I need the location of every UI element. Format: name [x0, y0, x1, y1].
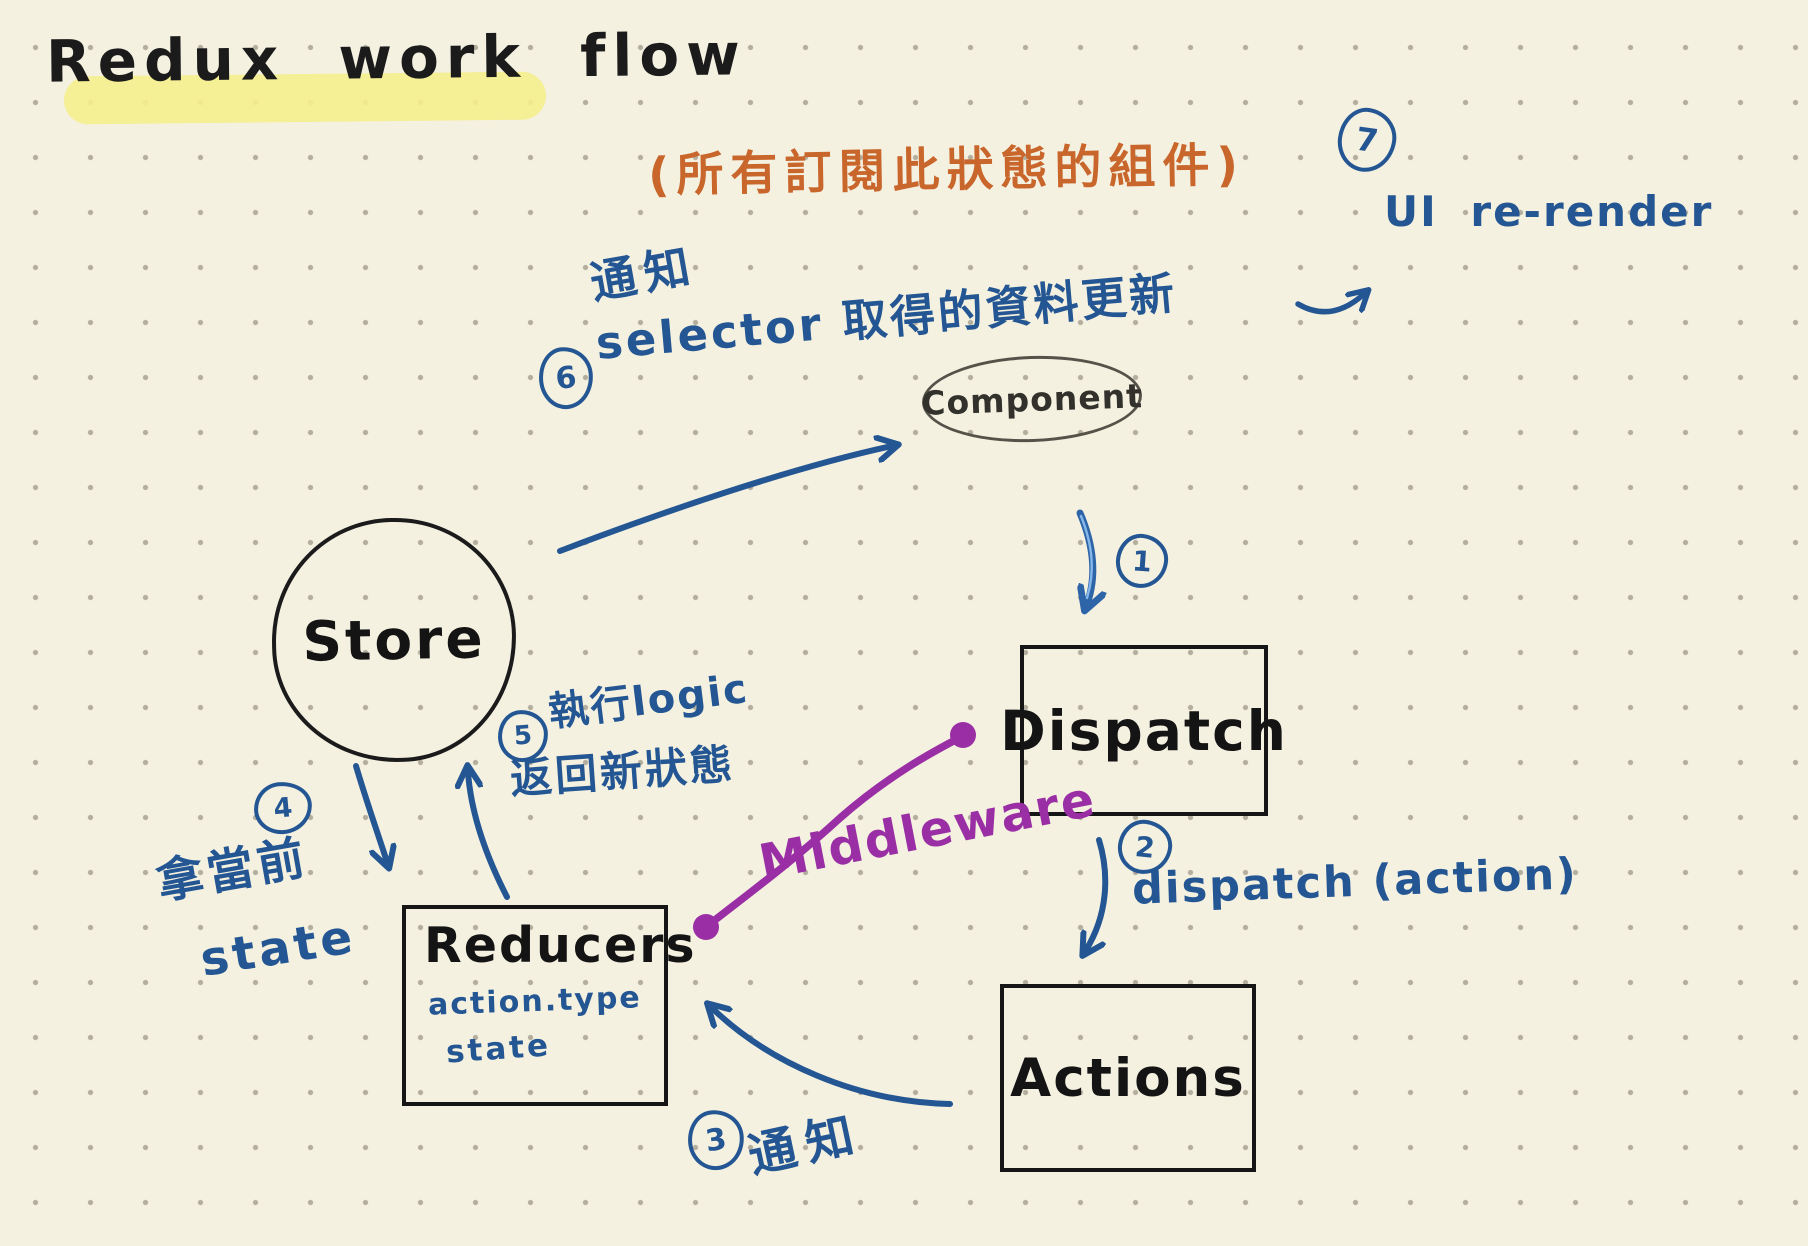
- ui-rerender-label: UI re-render: [1384, 187, 1714, 236]
- arrow-component-to-dispatch-highlight: [1079, 514, 1093, 600]
- actions-node: Actions: [1000, 984, 1256, 1172]
- middleware-endpoint-left: [693, 914, 719, 940]
- arrow-reducers-to-store: [468, 772, 510, 900]
- arrow-actions-to-reducers: [712, 1008, 953, 1107]
- component-label: Component: [920, 375, 1144, 423]
- dispatch-label: Dispatch: [1000, 698, 1288, 763]
- step-1-number: 1: [1131, 543, 1153, 579]
- middleware-endpoint-right: [950, 722, 976, 748]
- middleware-line: [702, 732, 967, 931]
- store-label: Store: [301, 606, 487, 674]
- arrow-store-to-reducers: [353, 763, 387, 862]
- step-4-number: 4: [272, 791, 294, 825]
- arrow-store-to-component: [557, 446, 892, 554]
- subscribers-note: (所有訂閱此狀態的組件): [647, 137, 1246, 204]
- step-2-number: 2: [1133, 829, 1157, 865]
- reducers-state-label: state: [444, 1027, 553, 1071]
- step-6-number: 6: [553, 359, 579, 397]
- step-5-number: 5: [512, 720, 534, 752]
- dispatch-node: Dispatch: [1000, 645, 1286, 816]
- step-3-number: 3: [703, 1121, 729, 1159]
- step-7-number: 7: [1353, 119, 1381, 161]
- reducers-label: Reducers: [424, 917, 697, 974]
- arrow-to-ui-rerender: [1295, 294, 1364, 315]
- actions-label: Actions: [1010, 1047, 1246, 1109]
- page-title: Redux work flow: [45, 20, 748, 96]
- reducers-node: Reducers action.type state: [402, 905, 695, 1106]
- reducers-action-type-label: action.type: [427, 980, 643, 1023]
- arrow-dispatch-to-actions: [1086, 837, 1109, 950]
